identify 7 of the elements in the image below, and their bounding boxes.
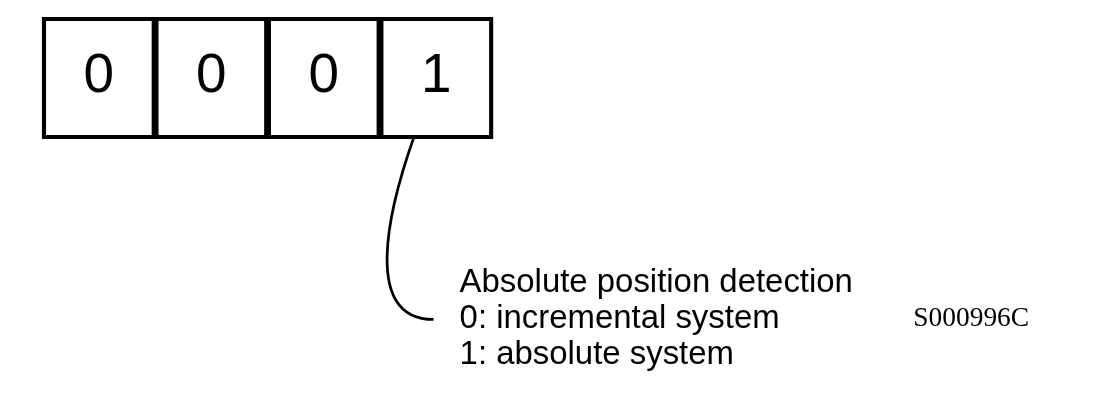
connector xyxy=(385,136,434,321)
node-box: 1 xyxy=(379,17,494,140)
label: S000996C xyxy=(913,302,1030,333)
node-text: Absolute position detection 0: incremental system 1: absolute system xyxy=(459,262,853,371)
node-box: 0 xyxy=(154,17,269,140)
node-box: 0 xyxy=(266,17,381,140)
node-box: 0 xyxy=(41,17,156,140)
